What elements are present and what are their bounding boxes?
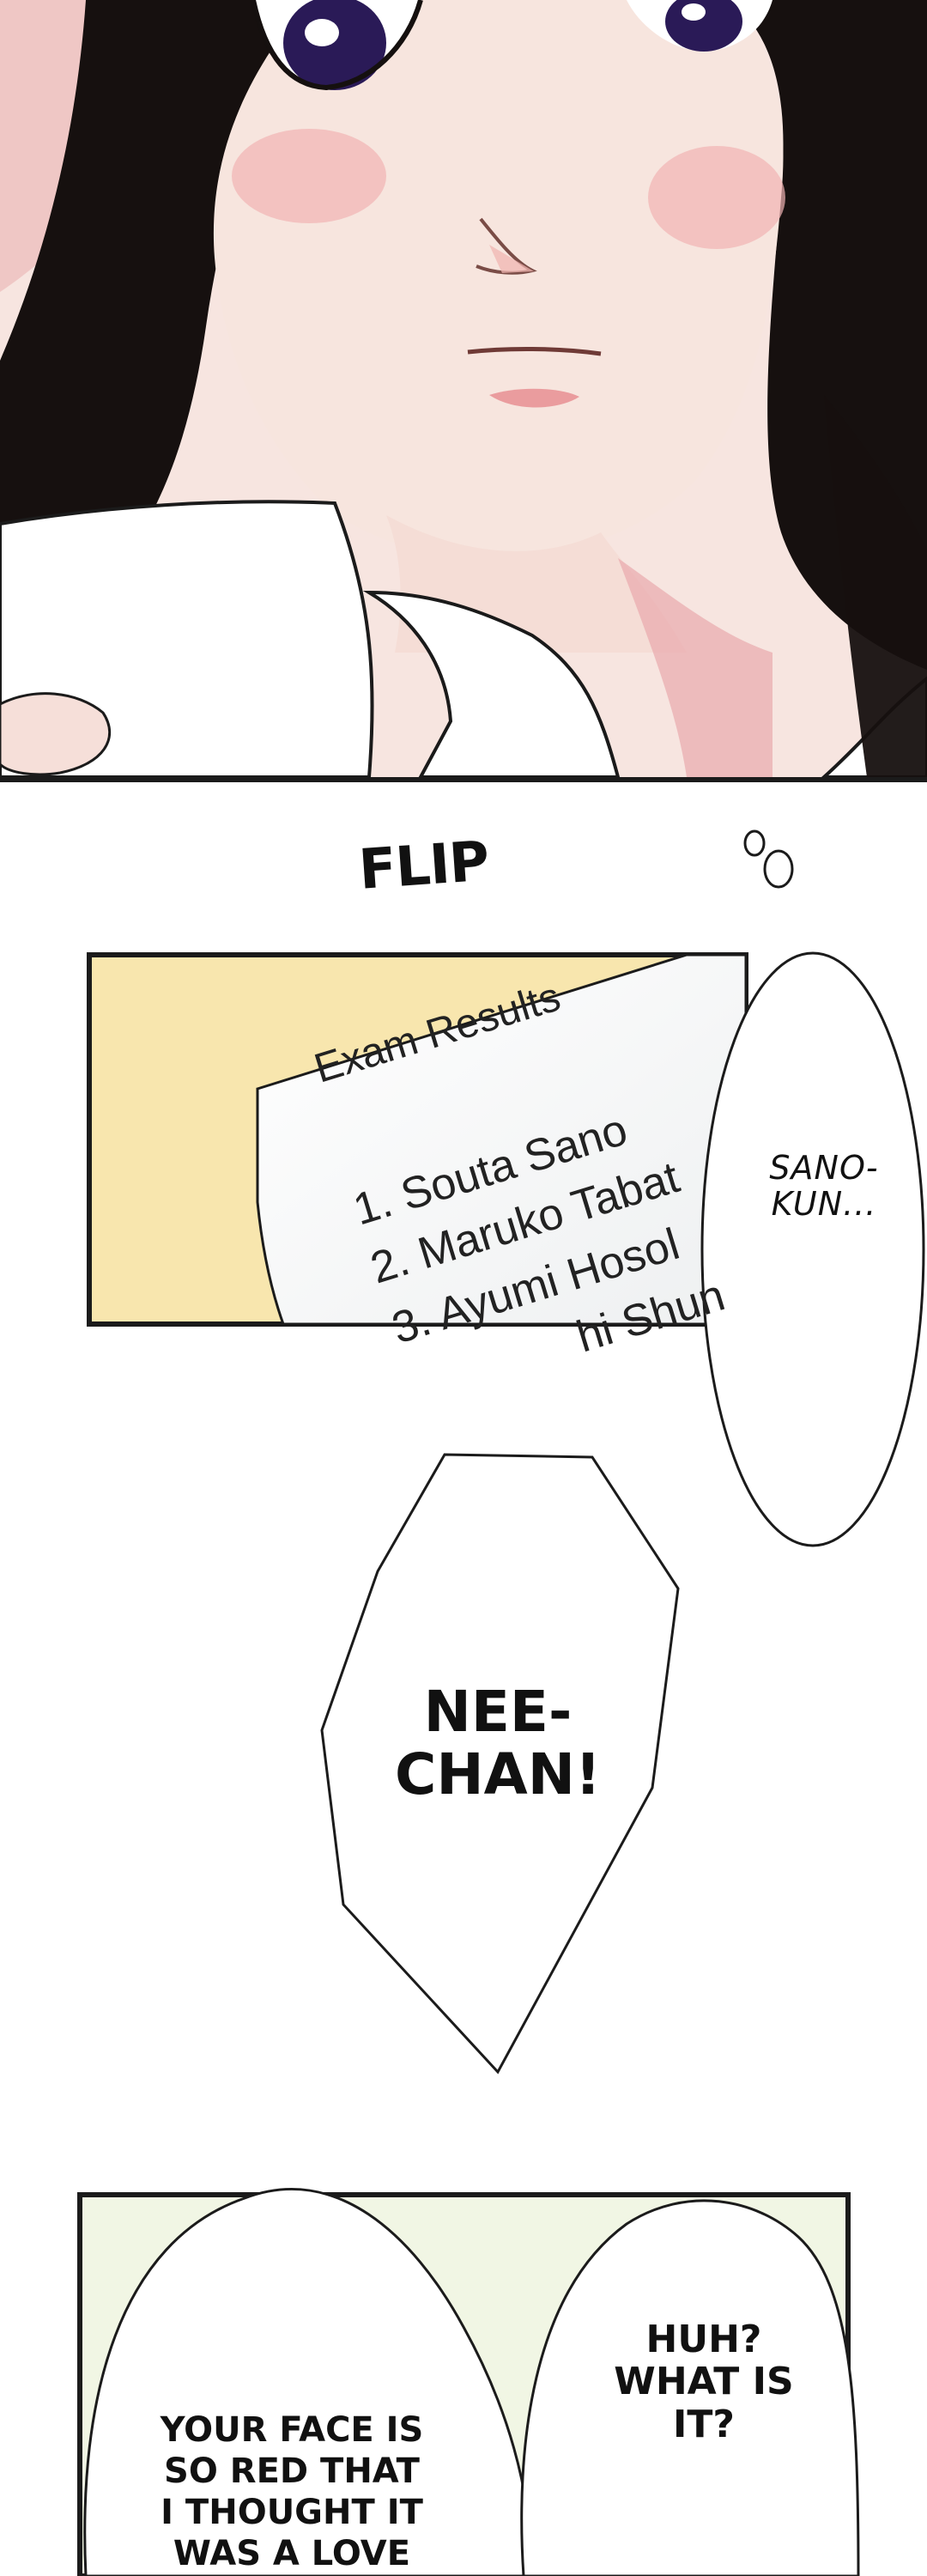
mouth: [467, 346, 602, 356]
top-panel: [0, 0, 927, 779]
shout-bubble: [320, 1453, 680, 2075]
face: [213, 0, 784, 558]
exam-panel: [87, 952, 748, 1327]
left-eye: [251, 0, 423, 91]
thought-bubble-text: SANO- KUN...: [769, 1149, 879, 1223]
bottom-panel: [77, 2188, 860, 2576]
thought-bubble: [700, 829, 925, 1547]
right-eye: [627, 0, 772, 52]
right-speech-bubble-text: HUH? WHAT IS IT?: [614, 2318, 794, 2446]
shirt-collar: [362, 590, 621, 779]
flip-sound-effect: FLIP: [356, 829, 491, 902]
exam-paper: [256, 953, 748, 1326]
bubble-right-shape: [520, 2199, 860, 2576]
left-speech-bubble-text: YOUR FACE IS SO RED THAT I THOUGHT IT WA…: [160, 2410, 424, 2573]
bubble-left-shape: [83, 2188, 534, 2576]
shout-bubble-text: NEE- CHAN!: [394, 1679, 602, 1807]
